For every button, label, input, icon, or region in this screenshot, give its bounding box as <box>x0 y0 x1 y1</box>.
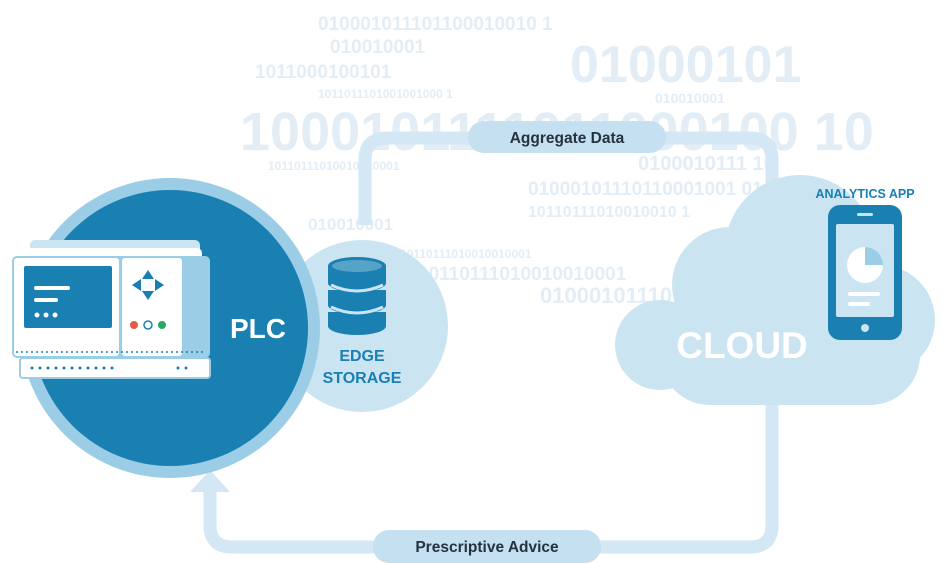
binary-text: 010010001 <box>655 90 725 106</box>
cloud-label: CLOUD <box>676 325 808 366</box>
binary-text: 10110111010010010001 <box>268 159 400 173</box>
binary-text: 10110111010010010001 <box>418 264 627 285</box>
plc-label: PLC <box>230 313 286 344</box>
aggregate-data-label: Aggregate Data <box>468 121 666 153</box>
edge-storage-label-line2: STORAGE <box>323 370 402 387</box>
arrow-up-icon <box>190 470 230 492</box>
phone-icon <box>828 205 902 340</box>
binary-text: 1011011101001001000 1 <box>318 87 453 101</box>
direction-pad-icon <box>132 270 164 300</box>
prescriptive-advice-label: Prescriptive Advice <box>373 530 601 563</box>
binary-text: 01000101110110001001 01 <box>528 179 763 200</box>
binary-text: 01000101 <box>570 36 801 94</box>
binary-text: 010010001 <box>308 215 393 234</box>
database-icon <box>328 257 386 335</box>
analytics-app-label: ANALYTICS APP <box>815 187 914 201</box>
prescriptive-advice-text: Prescriptive Advice <box>415 539 559 556</box>
binary-text: 010010001 <box>330 37 426 58</box>
prescriptive-advice-line <box>203 395 779 554</box>
binary-text: 10110111010010010001 <box>400 247 532 261</box>
binary-text: 0100010111 10 <box>638 153 775 175</box>
plc-device-icon <box>12 240 211 379</box>
aggregate-data-text: Aggregate Data <box>510 130 625 147</box>
binary-text: 1011000100101 <box>255 62 392 83</box>
binary-text: 010001011101100010010 1 <box>318 14 553 35</box>
binary-text: 10110111010010010 1 <box>528 204 690 221</box>
edge-storage-label-line1: EDGE <box>339 348 385 365</box>
